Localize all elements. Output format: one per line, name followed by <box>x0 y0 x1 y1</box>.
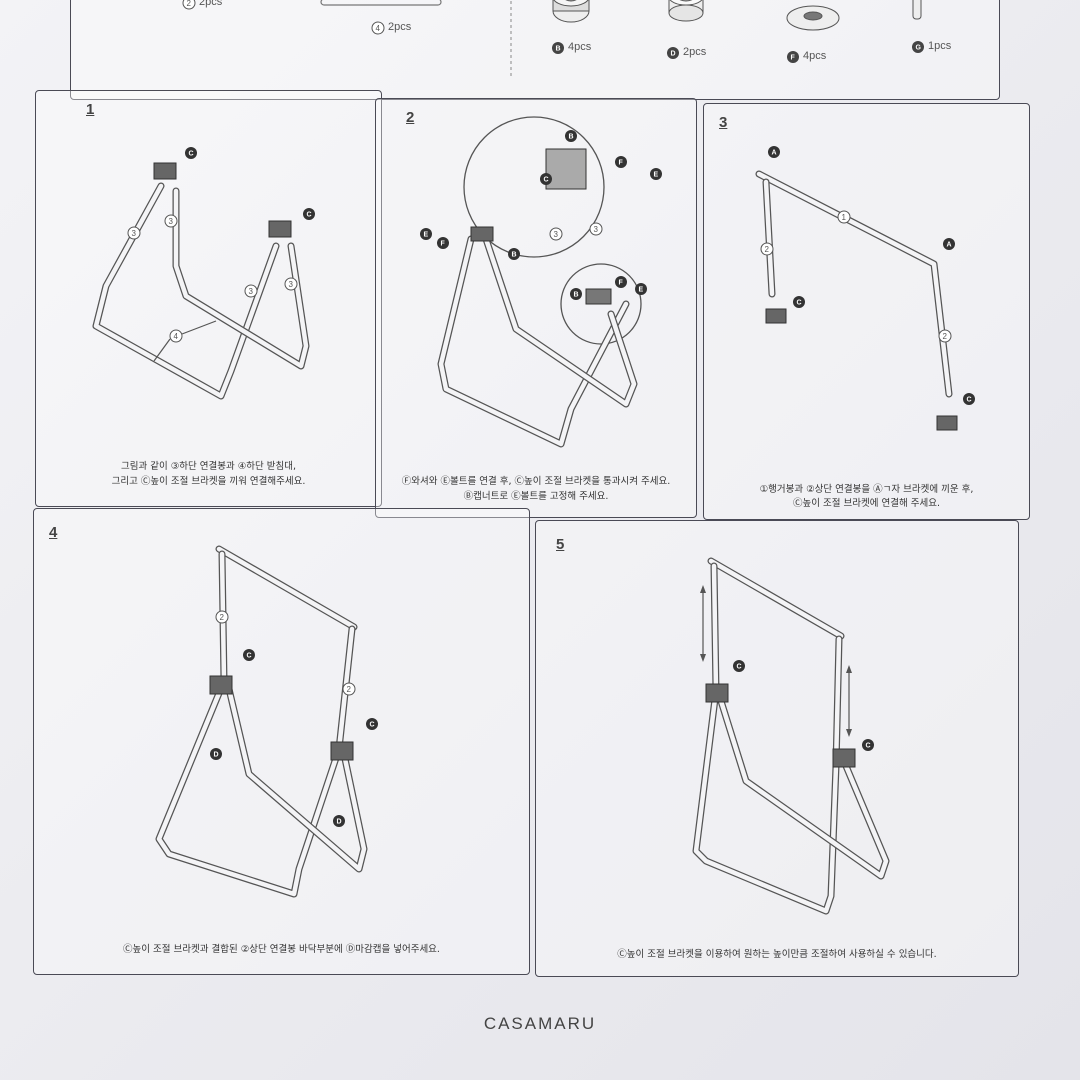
step-1-panel: 1 C C 3 3 3 3 4 그림과 같이 ③하단 연결봉과 ④하단 받침대,… <box>35 90 382 507</box>
svg-text:E: E <box>639 287 644 294</box>
step-4-illustration: C C D D 2 2 <box>155 545 378 898</box>
parts-list-panel: B D F G 4 2 2pcs 2pcs 4pcs 2pcs 4pcs 1pc… <box>70 0 1000 100</box>
svg-text:D: D <box>671 51 676 58</box>
step-5-panel: 5 C C Ⓒ높이 조절 브라켓을 이용하여 원하는 높이만큼 조절하여 사용하… <box>535 520 1019 977</box>
step-3-caption-line-1: ①행거봉과 ②상단 연결봉을 Ⓐㄱ자 브라켓에 끼운 후, <box>759 484 974 495</box>
step-1-caption-line-1: 그림과 같이 ③하단 연결봉과 ④하단 받침대, <box>121 461 296 472</box>
step-2-panel: 2 E F B B F E C B F E 3 3 Ⓕ와셔와 Ⓔ볼트를 연결 후… <box>375 98 697 518</box>
svg-text:C: C <box>737 664 742 671</box>
marker-circle: 4 <box>371 21 385 35</box>
svg-text:3: 3 <box>249 287 254 296</box>
step-number: 4 <box>49 524 58 541</box>
part-qty-2: 2pcs <box>199 0 223 8</box>
svg-text:E: E <box>654 172 659 179</box>
marker-circle: B <box>552 42 564 54</box>
step-5-caption-line-1: Ⓒ높이 조절 브라켓을 이용하여 원하는 높이만큼 조절하여 사용하실 수 있습… <box>617 949 937 960</box>
svg-text:4: 4 <box>174 332 179 341</box>
svg-text:F: F <box>619 160 624 167</box>
svg-text:A: A <box>772 150 777 157</box>
step-2-caption-line-1: Ⓕ와셔와 Ⓔ볼트를 연결 후, Ⓒ높이 조절 브라켓을 통과시켜 주세요. <box>401 476 671 487</box>
step-2-caption-line-2: Ⓑ캡너트로 Ⓔ볼트를 고정해 주세요. <box>463 491 609 502</box>
svg-text:2: 2 <box>220 613 225 622</box>
svg-text:3: 3 <box>554 230 559 239</box>
svg-text:1: 1 <box>842 213 847 222</box>
part-qty-d: 2pcs <box>683 46 707 58</box>
svg-text:2: 2 <box>943 332 948 341</box>
step-number: 5 <box>556 536 565 553</box>
end-cap-part <box>668 0 704 22</box>
svg-text:B: B <box>512 252 517 259</box>
svg-text:F: F <box>441 241 446 248</box>
svg-text:3: 3 <box>289 280 294 289</box>
cap-nut-part <box>552 0 590 23</box>
part-qty-4: 2pcs <box>388 21 412 33</box>
svg-text:F: F <box>619 280 624 287</box>
step-number: 3 <box>719 114 728 131</box>
svg-text:E: E <box>424 232 429 239</box>
step-3-panel: 3 A A C C 1 2 2 ①행거봉과 ②상단 연결봉을 Ⓐㄱ자 브라켓에 … <box>703 103 1030 520</box>
svg-text:2: 2 <box>347 685 352 694</box>
brand-logo-text: CASAMARU <box>483 1014 597 1033</box>
marker-circle: D <box>667 47 679 59</box>
marker-circle: G <box>912 41 924 53</box>
svg-text:C: C <box>797 300 802 307</box>
svg-text:G: G <box>916 45 922 52</box>
svg-text:C: C <box>247 653 252 660</box>
step-3-caption-line-2: Ⓒ높이 조절 브라켓에 연결해 주세요. <box>793 498 940 509</box>
parts-illustrations: B D F G 4 2 <box>182 0 924 76</box>
step-1-caption-line-2: 그리고 Ⓒ높이 조절 브라켓을 끼워 연결해주세요. <box>111 476 306 487</box>
part-qty-b: 4pcs <box>568 41 592 53</box>
svg-text:2: 2 <box>765 245 770 254</box>
step-number: 2 <box>406 109 415 126</box>
step-4-panel: 4 C C D D 2 2 Ⓒ높이 조절 브라켓과 결합된 ②상단 연결봉 바닥… <box>33 508 530 975</box>
svg-text:C: C <box>967 397 972 404</box>
bolt-part <box>912 0 922 20</box>
step-5-illustration: C C <box>692 557 890 915</box>
svg-text:C: C <box>189 151 194 158</box>
svg-text:2: 2 <box>187 0 192 8</box>
svg-text:3: 3 <box>594 225 599 234</box>
step-number: 1 <box>86 101 95 118</box>
svg-text:C: C <box>307 212 312 219</box>
step-4-caption-line-1: Ⓒ높이 조절 브라켓과 결합된 ②상단 연결봉 바닥부분에 Ⓓ마감캡을 넣어주세… <box>123 944 440 955</box>
svg-text:C: C <box>544 177 549 184</box>
svg-text:C: C <box>370 722 375 729</box>
svg-text:A: A <box>947 242 952 249</box>
svg-text:B: B <box>556 46 561 53</box>
svg-text:B: B <box>574 292 579 299</box>
svg-text:B: B <box>569 134 574 141</box>
part-qty-g: 1pcs <box>928 40 952 52</box>
marker-circle: 2 <box>182 0 196 10</box>
svg-text:D: D <box>214 752 219 759</box>
part-qty-f: 4pcs <box>803 50 827 62</box>
svg-text:3: 3 <box>169 217 174 226</box>
svg-text:C: C <box>866 743 871 750</box>
svg-text:F: F <box>791 55 796 62</box>
washer-part <box>786 5 840 31</box>
marker-circle: F <box>787 51 799 63</box>
step-3-illustration: A A C C 1 2 2 <box>755 146 975 431</box>
svg-text:D: D <box>337 819 342 826</box>
svg-text:3: 3 <box>132 229 137 238</box>
svg-text:4: 4 <box>376 24 381 33</box>
step-1-illustration: C C 3 3 3 3 4 <box>92 147 315 400</box>
step-2-illustration: E F B B F E C B F E 3 3 <box>420 116 662 448</box>
